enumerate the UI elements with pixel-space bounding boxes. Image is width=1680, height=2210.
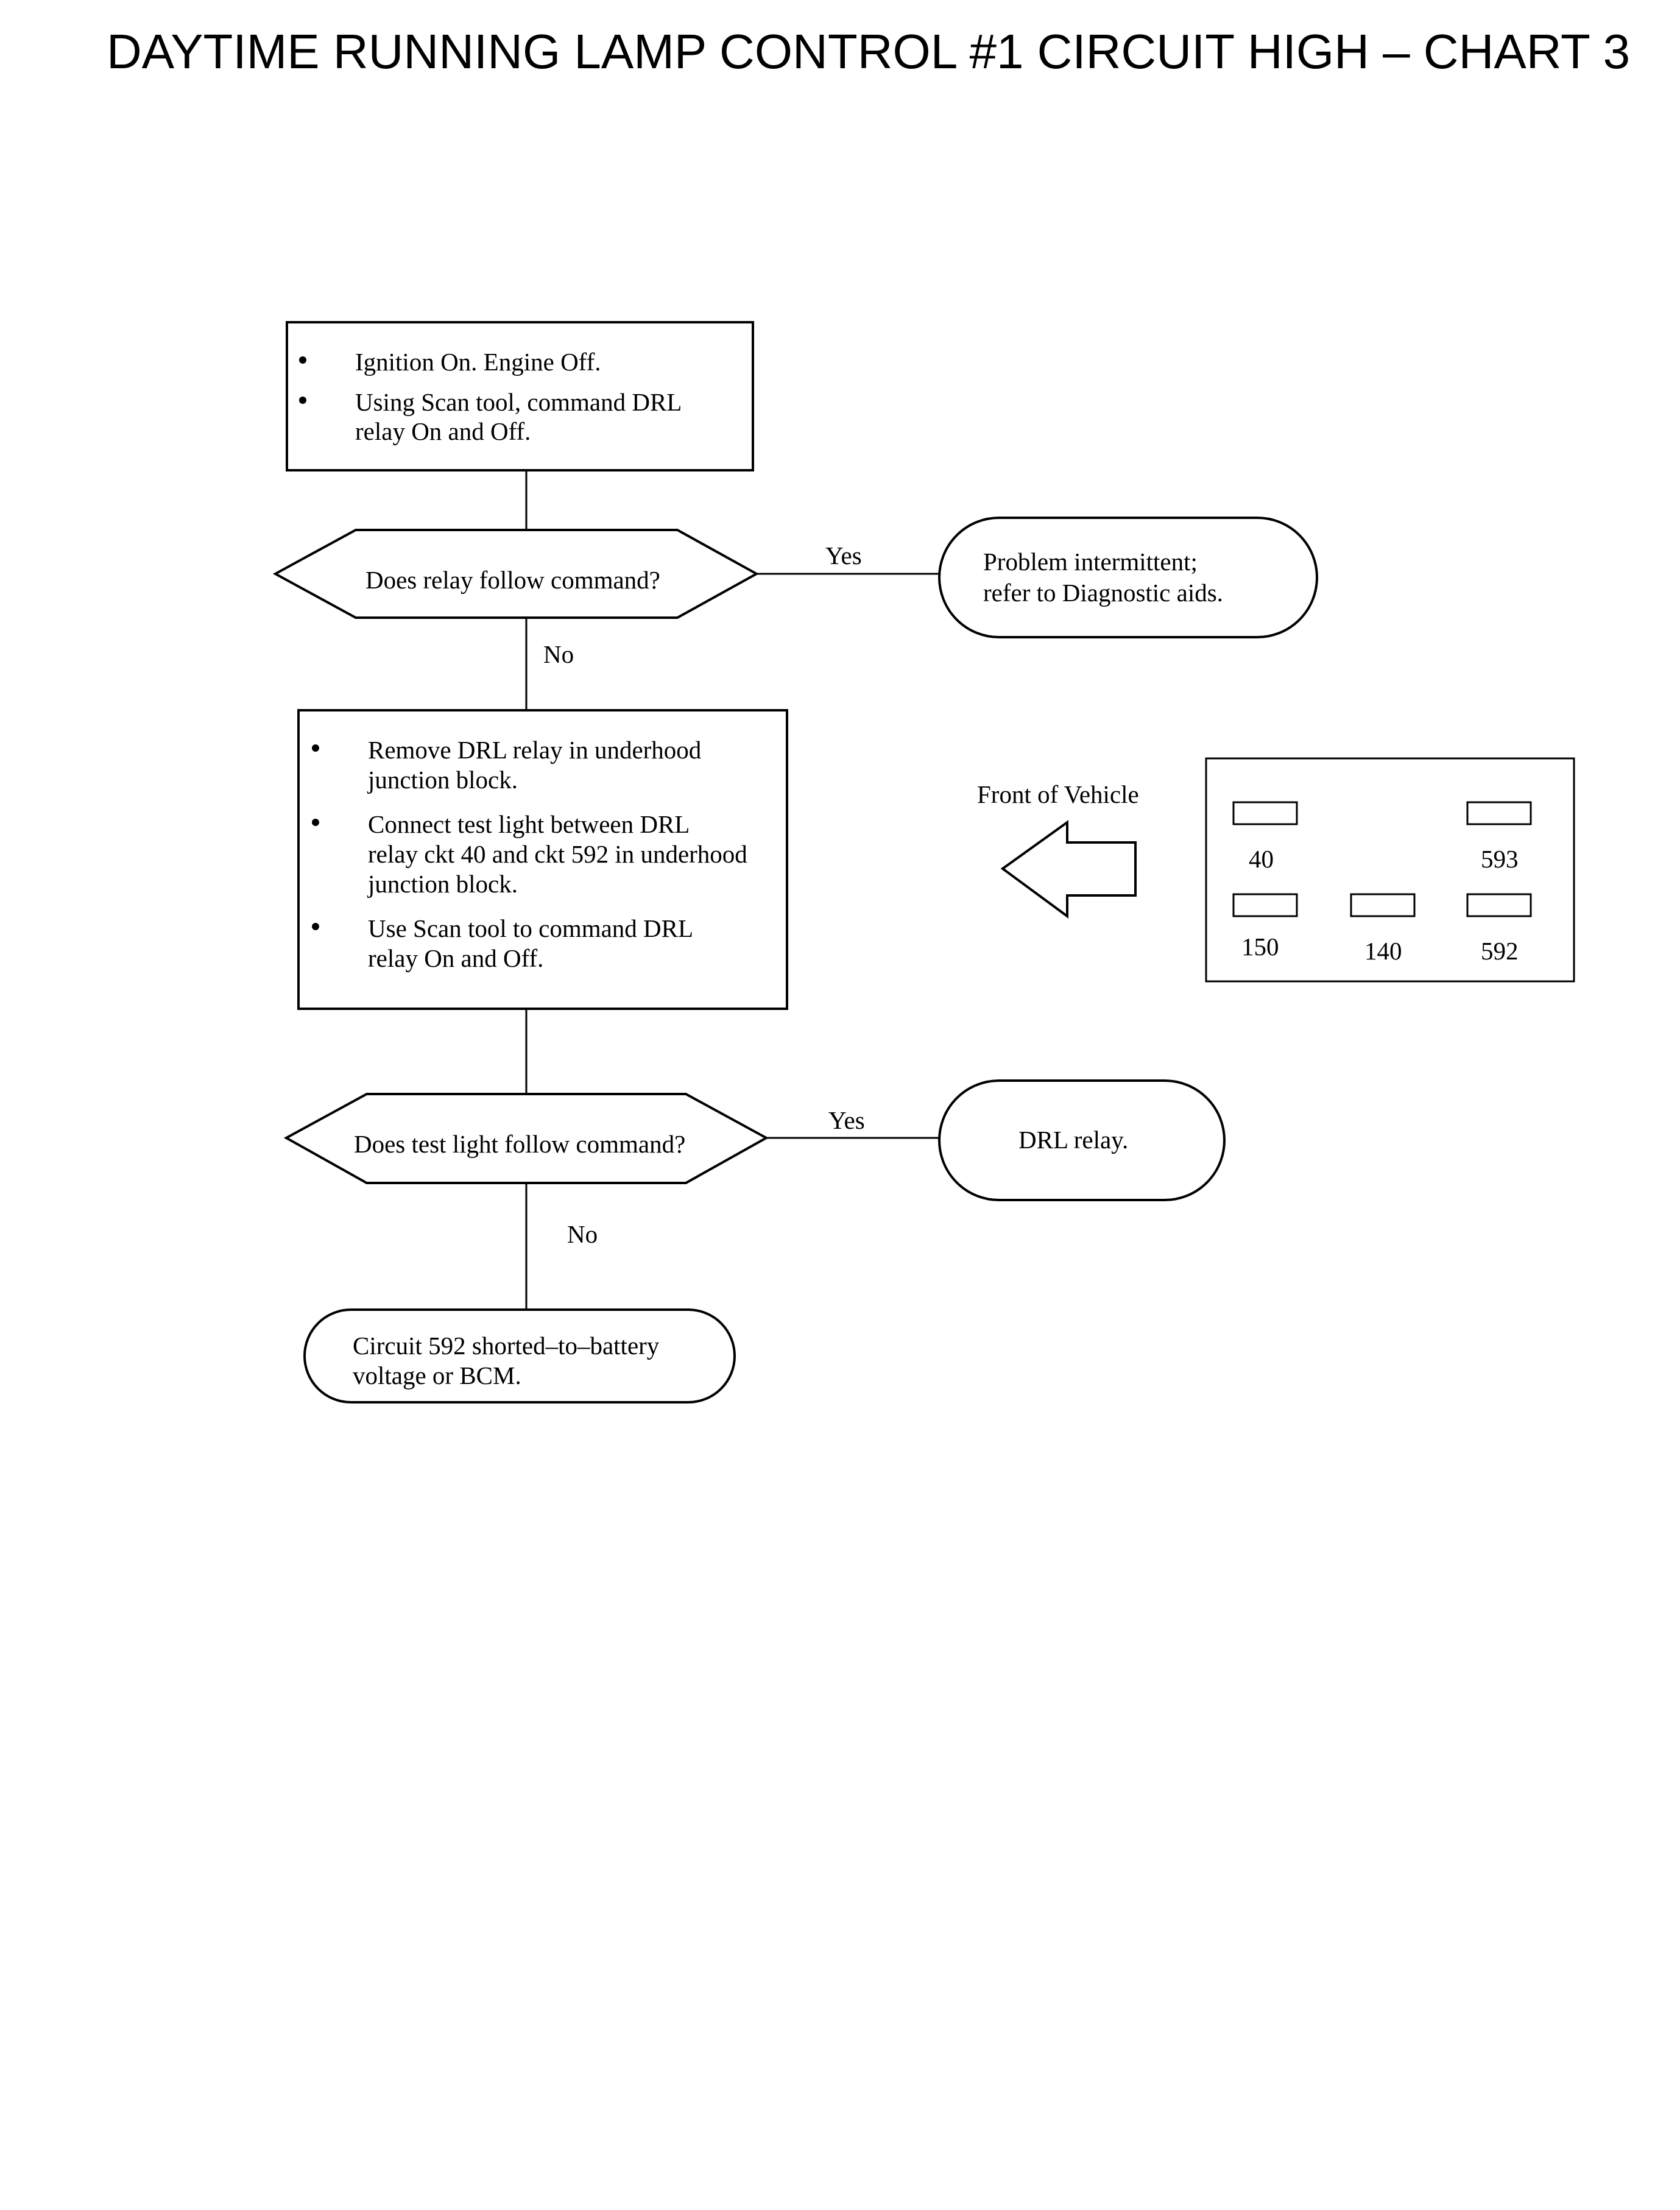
step2-bullet-1-line-2: junction block. — [367, 766, 518, 794]
result-circuit-line-1: Circuit 592 shorted–to–battery — [353, 1332, 660, 1360]
result-intermittent-line-1: Problem intermittent; — [983, 548, 1198, 576]
step2-bullet-2-line-3: junction block. — [367, 870, 518, 898]
relay-pin-40-terminal — [1232, 801, 1298, 825]
step2-box: Remove DRL relay in underhood junction b… — [297, 709, 788, 1010]
front-of-vehicle-label: Front of Vehicle — [977, 780, 1139, 808]
step2-bullet-2-line-1: Connect test light between DRL — [368, 810, 690, 838]
relay-pin-593-label: 593 — [1481, 845, 1519, 873]
result-intermittent-line-2: refer to Diagnostic aids. — [983, 579, 1223, 607]
step2-bullet-3-line-1: Use Scan tool to command DRL — [368, 914, 693, 942]
result-circuit-line-2: voltage or BCM. — [353, 1361, 521, 1389]
step2-bullet-2-line-2: relay ckt 40 and ckt 592 in underhood — [368, 840, 747, 868]
result-circuit-terminal: Circuit 592 shorted–to–battery voltage o… — [303, 1308, 736, 1403]
relay-pin-593-terminal — [1466, 801, 1532, 825]
result-relay-line-1: DRL relay. — [1018, 1126, 1128, 1154]
bullet-icon — [299, 356, 306, 364]
bullet-icon — [312, 819, 319, 826]
decision2-question: Does test light follow command? — [354, 1130, 685, 1158]
relay-pin-140-label: 140 — [1364, 937, 1402, 965]
step1-bullet-2-line-2: relay On and Off. — [355, 417, 531, 445]
decision2-no-label: No — [567, 1220, 598, 1248]
decision1-no-label: No — [543, 640, 574, 668]
step2-bullet-1-line-1: Remove DRL relay in underhood — [368, 736, 701, 764]
step1-bullet-1-line-1: Ignition On. Engine Off. — [355, 348, 601, 376]
relay-pin-150-label: 150 — [1241, 933, 1279, 961]
decision1-yes-label: Yes — [825, 542, 862, 570]
decision1-question: Does relay follow command? — [365, 566, 660, 594]
decision2-yes-label: Yes — [828, 1106, 865, 1134]
relay-pin-592-terminal — [1466, 893, 1532, 917]
decision1-hexagon: Does relay follow command? — [272, 529, 760, 619]
bullet-icon — [299, 397, 306, 404]
step1-box: Ignition On. Engine Off. Using Scan tool… — [286, 321, 754, 471]
step1-bullet-2-line-1: Using Scan tool, command DRL — [355, 388, 682, 416]
step2-bullet-3-line-2: relay On and Off. — [368, 944, 543, 972]
bullet-icon — [312, 744, 319, 752]
decision2-hexagon: Does test light follow command? — [283, 1093, 769, 1184]
relay-pin-40-label: 40 — [1249, 845, 1274, 873]
relay-pin-140-terminal — [1350, 893, 1416, 917]
result-intermittent-terminal: Problem intermittent; refer to Diagnosti… — [938, 517, 1318, 638]
result-relay-terminal: DRL relay. — [938, 1079, 1226, 1201]
relay-pin-592-label: 592 — [1481, 937, 1519, 965]
relay-pin-diagram: 40 593 150 140 592 — [1205, 757, 1575, 983]
page-title: DAYTIME RUNNING LAMP CONTROL #1 CIRCUIT … — [107, 24, 1630, 79]
relay-pin-150-terminal — [1232, 893, 1298, 917]
front-arrow-icon — [1000, 820, 1137, 919]
bullet-icon — [312, 923, 319, 930]
